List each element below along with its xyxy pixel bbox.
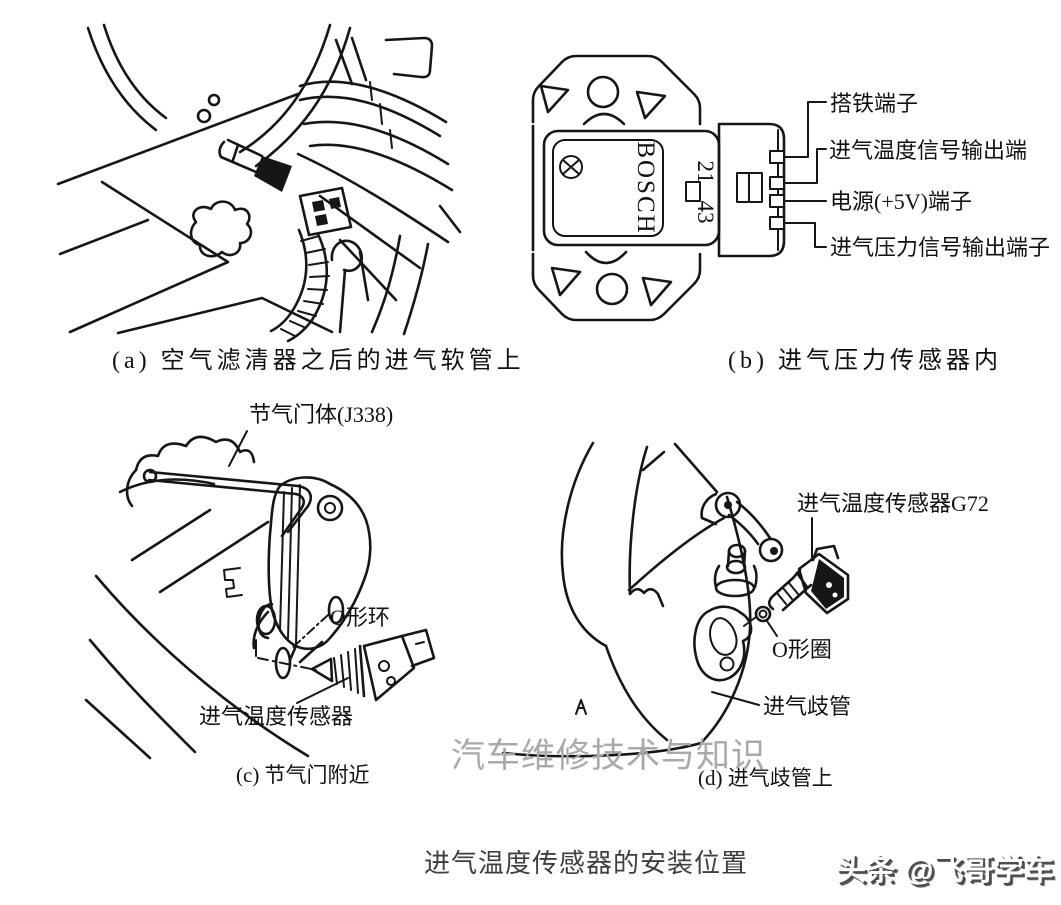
triangle-cutout bbox=[635, 90, 667, 120]
triangle-cutout bbox=[641, 276, 673, 307]
label-intake-manifold: 进气歧管 bbox=[763, 694, 852, 719]
leader-manifold bbox=[711, 691, 760, 706]
blob-shape bbox=[189, 200, 253, 258]
mounting-hole bbox=[595, 272, 629, 306]
pin-2 bbox=[769, 176, 785, 190]
panel-a-engine-bay-drawing bbox=[56, 23, 462, 343]
credit-watermark: 头条 @飞哥学车 bbox=[836, 854, 1054, 887]
label-iat-sensor-c: 进气温度传感器 bbox=[199, 704, 354, 729]
figure-title: 进气温度传感器的安装位置 bbox=[424, 849, 749, 878]
leader-iat-sensor-c bbox=[296, 677, 349, 704]
caption-panel-c: (c) 节气门附近 bbox=[236, 763, 370, 787]
intake-hose bbox=[238, 23, 332, 154]
label-power-5v-terminal: 电源(+5V)端子 bbox=[830, 189, 972, 214]
leader-o-ring-d bbox=[766, 620, 778, 637]
throttle-body bbox=[223, 476, 372, 664]
pin-4 bbox=[769, 216, 785, 230]
label-ground-terminal: 搭铁端子 bbox=[830, 91, 919, 116]
panel-c-throttle-body-drawing bbox=[84, 430, 436, 760]
iat-sensor-in-hose bbox=[218, 138, 292, 192]
sensor-connector bbox=[717, 122, 786, 258]
label-iat-sensor-g72: 进气温度传感器G72 bbox=[797, 491, 989, 516]
caption-panel-d: (d) 进气歧管上 bbox=[698, 766, 833, 790]
leader-iat-signal bbox=[783, 148, 827, 184]
panel-b-map-sensor-drawing bbox=[531, 54, 827, 322]
bosch-brand-text: BOSCH bbox=[632, 141, 659, 235]
corrugated-hose bbox=[269, 228, 330, 343]
o-ring-d bbox=[754, 605, 772, 623]
o-ring-c bbox=[274, 646, 292, 680]
caption-panel-a: (a) 空气滤清器之后的进气软管上 bbox=[112, 348, 525, 374]
panel-d-intake-manifold-drawing bbox=[501, 441, 850, 758]
label-map-signal-output: 进气压力信号输出端子 bbox=[830, 235, 1051, 260]
mounting-hole bbox=[586, 75, 620, 109]
wiring-connector bbox=[298, 186, 353, 237]
label-throttle-body-j338: 节气门体(J338) bbox=[249, 402, 394, 427]
triangle-cutout bbox=[539, 84, 570, 114]
leader-ground bbox=[783, 101, 827, 158]
label-o-ring-c: O形环 bbox=[330, 605, 390, 630]
screw-icon bbox=[559, 155, 583, 179]
cast-mark bbox=[575, 699, 587, 715]
pin-1 bbox=[769, 150, 785, 164]
sensor-boss bbox=[693, 605, 757, 682]
watermark-text: 汽车维修技术与知识 bbox=[451, 738, 766, 775]
iat-sensor-g72 bbox=[767, 544, 850, 615]
pin-marking-lower: 43 bbox=[693, 200, 718, 224]
pin-3 bbox=[769, 194, 785, 208]
mounting-bracket bbox=[531, 54, 702, 322]
leader-map-signal bbox=[783, 222, 827, 248]
leader-o-ring-c bbox=[290, 614, 329, 650]
mount-stud bbox=[713, 543, 758, 598]
throttle-cable-rod bbox=[142, 468, 312, 538]
label-iat-signal-output: 进气温度信号输出端 bbox=[829, 138, 1028, 163]
label-o-ring-d: O形圈 bbox=[772, 637, 832, 662]
triangle-cutout bbox=[550, 266, 582, 297]
hose-top-left bbox=[86, 26, 158, 132]
pin-marking-upper: 21 bbox=[693, 160, 718, 184]
caption-panel-b: (b) 进气压力传感器内 bbox=[728, 348, 1002, 374]
iat-sensor-c bbox=[310, 628, 436, 702]
